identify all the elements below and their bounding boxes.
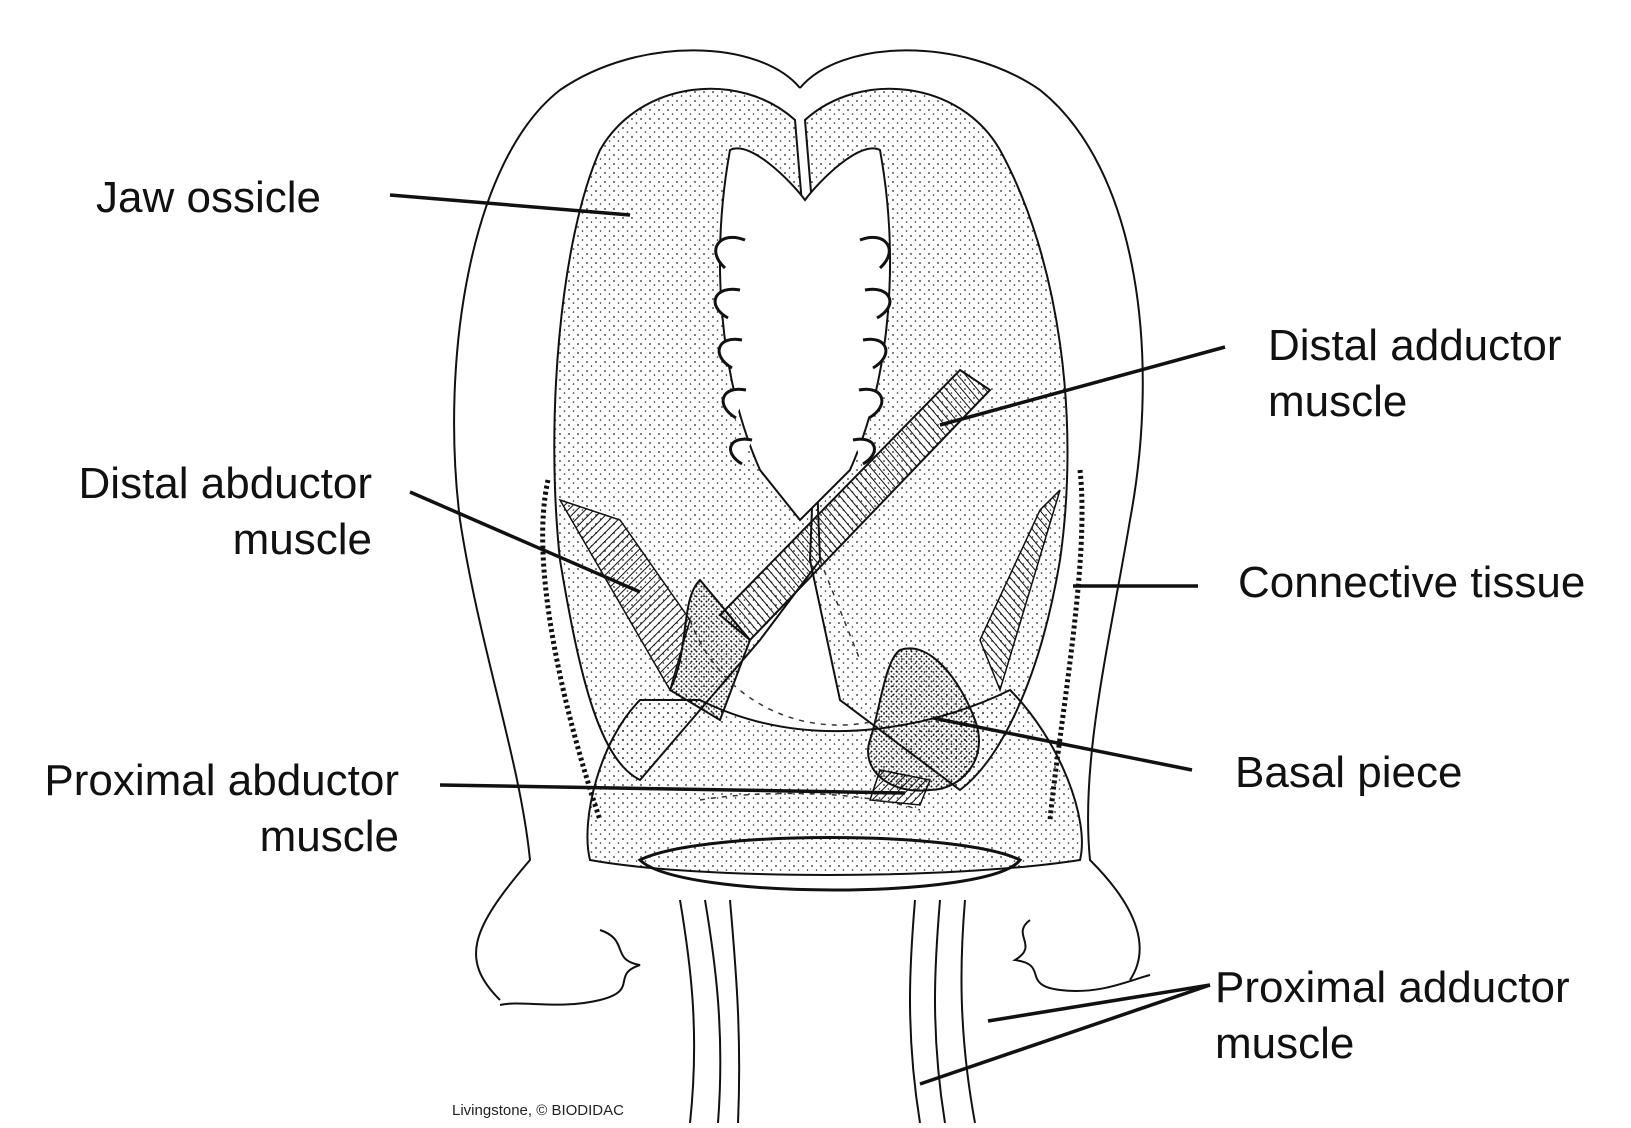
- label-proximal-abductor-line2: muscle: [259, 812, 399, 861]
- label-proximal-adductor-muscle: Proximal adductor muscle: [1215, 960, 1570, 1072]
- leader-distal-abductor: [409, 490, 641, 594]
- proximal-abductor-bundle: [868, 769, 932, 806]
- inner-membrane-outline: [540, 469, 1085, 821]
- proximal-adductor-strands: [679, 899, 976, 1124]
- label-proximal-abductor-line1: Proximal abductor: [44, 756, 399, 805]
- label-distal-adductor-line2: muscle: [1268, 377, 1408, 426]
- label-proximal-abductor-muscle: Proximal abductor muscle: [44, 753, 399, 865]
- right-frill: [1012, 919, 1151, 992]
- label-distal-adductor-line1: Distal adductor: [1268, 321, 1562, 370]
- basal-piece: [867, 647, 980, 792]
- label-connective-tissue: Connective tissue: [1238, 555, 1585, 611]
- label-jaw-ossicle-text: Jaw ossicle: [96, 173, 321, 222]
- leader-proximal-adductor-b: [919, 983, 1211, 1086]
- leader-jaw-ossicle: [389, 193, 631, 217]
- basal-region: [586, 688, 1083, 876]
- label-distal-abductor-muscle: Distal abductor muscle: [79, 456, 372, 568]
- label-proximal-adductor-line2: muscle: [1215, 1019, 1355, 1068]
- leader-lines: [389, 193, 1226, 1086]
- leader-proximal-abductor: [439, 783, 906, 795]
- label-proximal-adductor-line1: Proximal adductor: [1215, 963, 1570, 1012]
- jaw-cavity: [719, 147, 891, 522]
- label-jaw-ossicle: Jaw ossicle: [96, 170, 321, 226]
- label-connective-tissue-text: Connective tissue: [1238, 558, 1586, 607]
- label-basal-piece: Basal piece: [1235, 745, 1462, 801]
- leader-distal-adductor: [939, 345, 1226, 427]
- leader-proximal-adductor-a: [987, 983, 1211, 1023]
- left-jaw-teeth: [713, 235, 753, 466]
- right-jaw-teeth: [852, 235, 892, 466]
- label-distal-abductor-line1: Distal abductor: [78, 459, 372, 508]
- label-distal-abductor-line2: muscle: [232, 515, 372, 564]
- internal-dashed-lines: [689, 559, 921, 811]
- left-frill: [499, 929, 641, 1006]
- lantern-base: [637, 836, 1023, 892]
- image-credit: Livingstone, © BIODIDAC: [452, 1102, 624, 1119]
- outer-membrane-outline: [453, 49, 1144, 1001]
- left-epiphysis: [668, 578, 752, 722]
- label-basal-piece-text: Basal piece: [1235, 748, 1463, 797]
- label-distal-adductor-muscle: Distal adductor muscle: [1268, 318, 1561, 430]
- distal-abductor-right: [979, 489, 1061, 693]
- leader-basal-piece: [932, 716, 1193, 772]
